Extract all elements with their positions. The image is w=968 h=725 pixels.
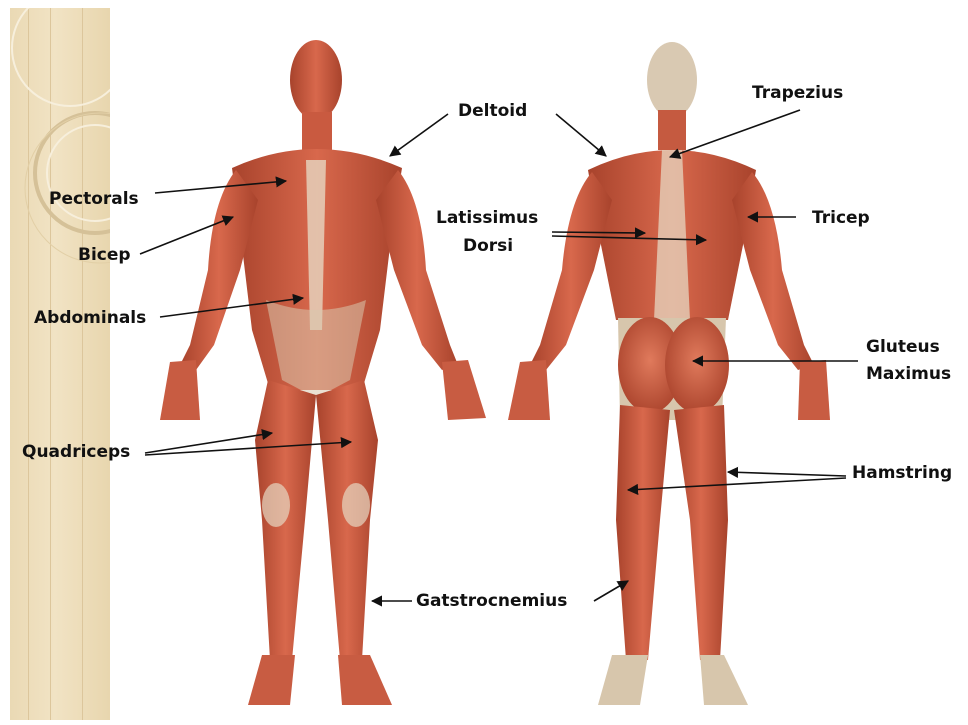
quadriceps-arrow-1	[145, 433, 272, 453]
tricep-label: Tricep	[812, 208, 870, 228]
trapezius-arrow	[670, 110, 800, 157]
hamstring-arrow-1	[728, 472, 846, 476]
latissimus-arrow-1	[552, 232, 645, 233]
pectorals-label: Pectorals	[49, 189, 139, 209]
gluteus-label-line2: Maximus	[866, 364, 951, 384]
gluteus-label-line1: Gluteus	[866, 337, 940, 357]
deltoid-label: Deltoid	[458, 101, 527, 121]
deltoid-arrow-front	[390, 114, 448, 156]
bicep-label: Bicep	[78, 245, 131, 265]
latissimus-label-line2: Dorsi	[463, 236, 513, 256]
quadriceps-label: Quadriceps	[22, 442, 130, 462]
abdominals-label: Abdominals	[34, 308, 146, 328]
gastrocnemius-label: Gatstrocnemius	[416, 591, 567, 611]
trapezius-label: Trapezius	[752, 83, 843, 103]
deltoid-arrow-back	[556, 114, 606, 156]
hamstring-label: Hamstring	[852, 463, 952, 483]
latissimus-label-line1: Latissimus	[436, 208, 538, 228]
